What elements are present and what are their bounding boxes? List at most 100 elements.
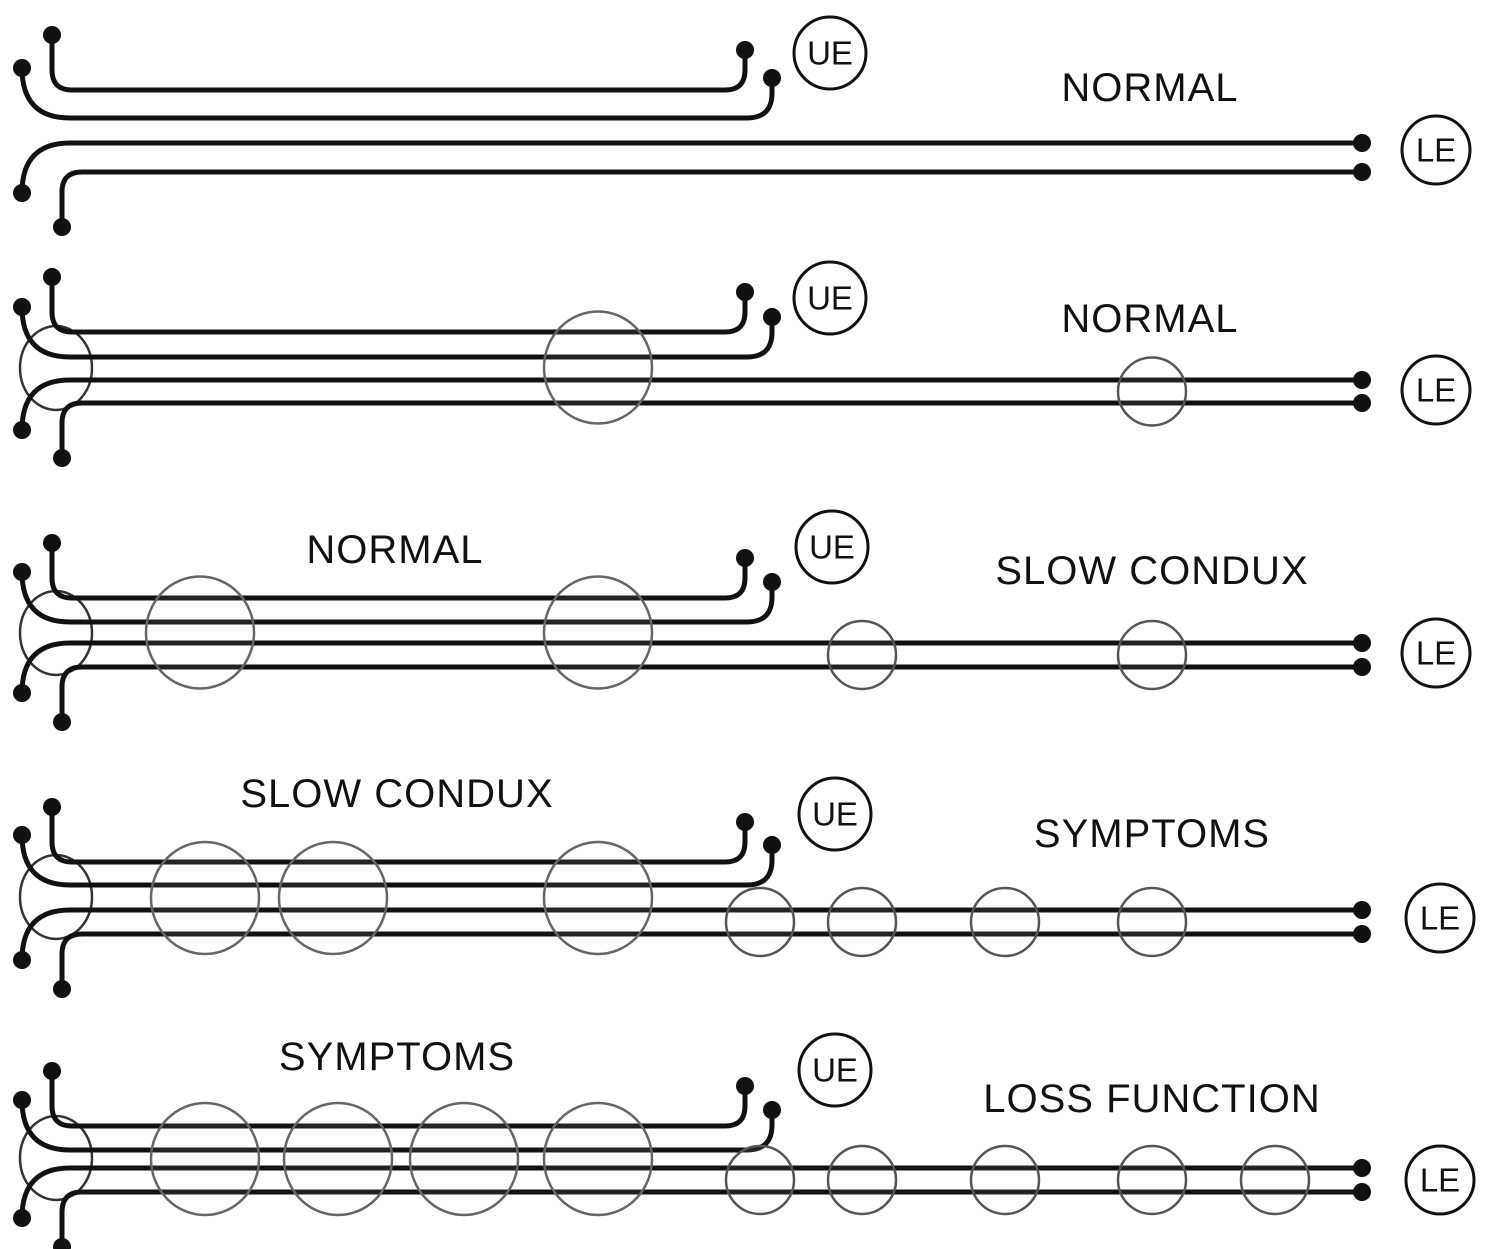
nerve-fiber-le-1	[19, 377, 1365, 433]
nerve-terminal	[763, 836, 781, 854]
lower-extremity-status: SYMPTOMS	[1034, 812, 1270, 856]
demyelination-lesion-large	[149, 840, 261, 956]
demyelination-lesion-large	[408, 1101, 520, 1217]
ue-badge-label: UE	[807, 280, 853, 317]
upper-extremity-status: SYMPTOMS	[279, 1035, 515, 1079]
demyelination-lesion-large	[282, 1101, 394, 1217]
ue-badge-label: UE	[812, 796, 858, 833]
le-badge-label: LE	[1416, 635, 1456, 672]
ue-badge: UE	[792, 260, 868, 336]
nerve-terminal	[763, 308, 781, 326]
ue-badge-ring	[797, 776, 873, 852]
nerve-terminal	[736, 41, 754, 59]
nerve-fiber-ue-2	[19, 832, 775, 888]
nerve-fiber-ue-2	[19, 304, 775, 360]
nerve-terminal	[13, 826, 31, 844]
nerve-terminal	[1353, 1183, 1371, 1201]
nerve-terminal	[43, 798, 61, 816]
ue-badge-label: UE	[812, 1052, 858, 1089]
upper-extremity-status: NORMAL	[306, 528, 483, 572]
demyelination-lesion-large	[277, 840, 389, 956]
ue-badge: UE	[797, 1032, 873, 1108]
nerve-fiber-ue-1	[49, 32, 748, 93]
le-badge-ring	[1404, 882, 1476, 954]
demyelination-lesion-small	[826, 886, 898, 958]
nerve-terminal	[13, 59, 31, 77]
demyelination-lesion-large	[542, 1101, 654, 1217]
nerve-terminal	[53, 980, 71, 998]
nerve-terminal	[13, 1091, 31, 1109]
nerve-fiber-le-1	[19, 1165, 1365, 1221]
ue-badge-ring	[797, 1032, 873, 1108]
le-badge: LE	[1400, 354, 1472, 426]
demyelination-lesion-large	[542, 575, 654, 690]
ue-badge: UE	[794, 509, 870, 585]
nerve-terminal	[53, 713, 71, 731]
demyelination-lesion-small	[1116, 886, 1188, 958]
nerve-terminal	[13, 1209, 31, 1227]
nerve-fiber-le-2	[59, 664, 1365, 725]
ue-badge: UE	[792, 15, 868, 91]
lower-extremity-status: NORMAL	[1061, 66, 1238, 110]
le-badge-ring	[1400, 617, 1472, 689]
le-badge: LE	[1404, 882, 1476, 954]
nerve-terminal	[43, 268, 61, 286]
nerve-fiber-ue-1	[49, 540, 748, 601]
nerve-terminal	[43, 1062, 61, 1080]
nerve-fiber-ue-2	[19, 1097, 775, 1153]
demyelination-lesion-small	[969, 1144, 1041, 1216]
le-badge-label: LE	[1420, 1162, 1460, 1199]
nerve-fiber-ue-1	[49, 274, 748, 335]
demyelination-lesion-large	[149, 1101, 261, 1217]
lower-extremity-status: SLOW CONDUX	[995, 549, 1308, 593]
le-badge: LE	[1404, 1144, 1476, 1216]
nerve-fiber-le-1	[19, 640, 1365, 696]
nerve-fiber-ue-1	[49, 804, 748, 865]
nerve-terminal	[1353, 371, 1371, 389]
nerve-terminal	[1353, 1159, 1371, 1177]
demyelination-lesion-small	[1116, 1144, 1188, 1216]
nerve-terminal	[13, 563, 31, 581]
nerve-fiber-ue-2	[19, 569, 775, 625]
nerve-fiber-ue-2	[19, 65, 775, 121]
demyelination-lesion-small	[969, 886, 1041, 958]
nerve-terminal	[53, 1238, 71, 1249]
nerve-terminal	[1353, 658, 1371, 676]
demyelination-lesion-small	[1239, 1144, 1311, 1216]
demyelination-lesion-small	[1116, 356, 1188, 427]
le-badge-ring	[1400, 114, 1472, 186]
ue-badge-label: UE	[809, 529, 855, 566]
panel-4: UE LE SLOW CONDUX SYMPTOMS	[13, 772, 1476, 998]
le-badge-label: LE	[1416, 372, 1456, 409]
demyelination-lesion-small	[826, 1144, 898, 1216]
demyelination-lesion-mid	[724, 886, 796, 958]
ue-badge-ring	[792, 15, 868, 91]
lower-extremity-status: NORMAL	[1061, 297, 1238, 341]
nerve-terminal	[1353, 163, 1371, 181]
ue-badge-label: UE	[807, 35, 853, 72]
nerve-terminal	[53, 449, 71, 467]
nerve-fiber-le-2	[59, 931, 1365, 992]
nerve-terminal	[43, 534, 61, 552]
ue-badge: UE	[797, 776, 873, 852]
nerve-terminal	[43, 26, 61, 44]
le-badge: LE	[1400, 617, 1472, 689]
nerve-terminal	[1353, 901, 1371, 919]
nerve-terminal	[13, 421, 31, 439]
demyelination-lesion-large	[144, 575, 256, 690]
nerve-terminal	[763, 1101, 781, 1119]
nerve-terminal	[736, 283, 754, 301]
nerve-fiber-ue-1	[49, 1068, 748, 1129]
le-badge-ring	[1404, 1144, 1476, 1216]
upper-extremity-status: SLOW CONDUX	[240, 772, 553, 816]
ue-badge-ring	[794, 509, 870, 585]
panel-3: UE LE NORMAL SLOW CONDUX	[13, 509, 1472, 731]
nerve-fiber-le-2	[59, 400, 1365, 461]
nerve-terminal	[1353, 634, 1371, 652]
panel-2: UE LE NORMAL	[13, 260, 1472, 467]
nerve-terminal	[13, 684, 31, 702]
nerve-terminal	[736, 1077, 754, 1095]
nerve-terminal	[736, 813, 754, 831]
